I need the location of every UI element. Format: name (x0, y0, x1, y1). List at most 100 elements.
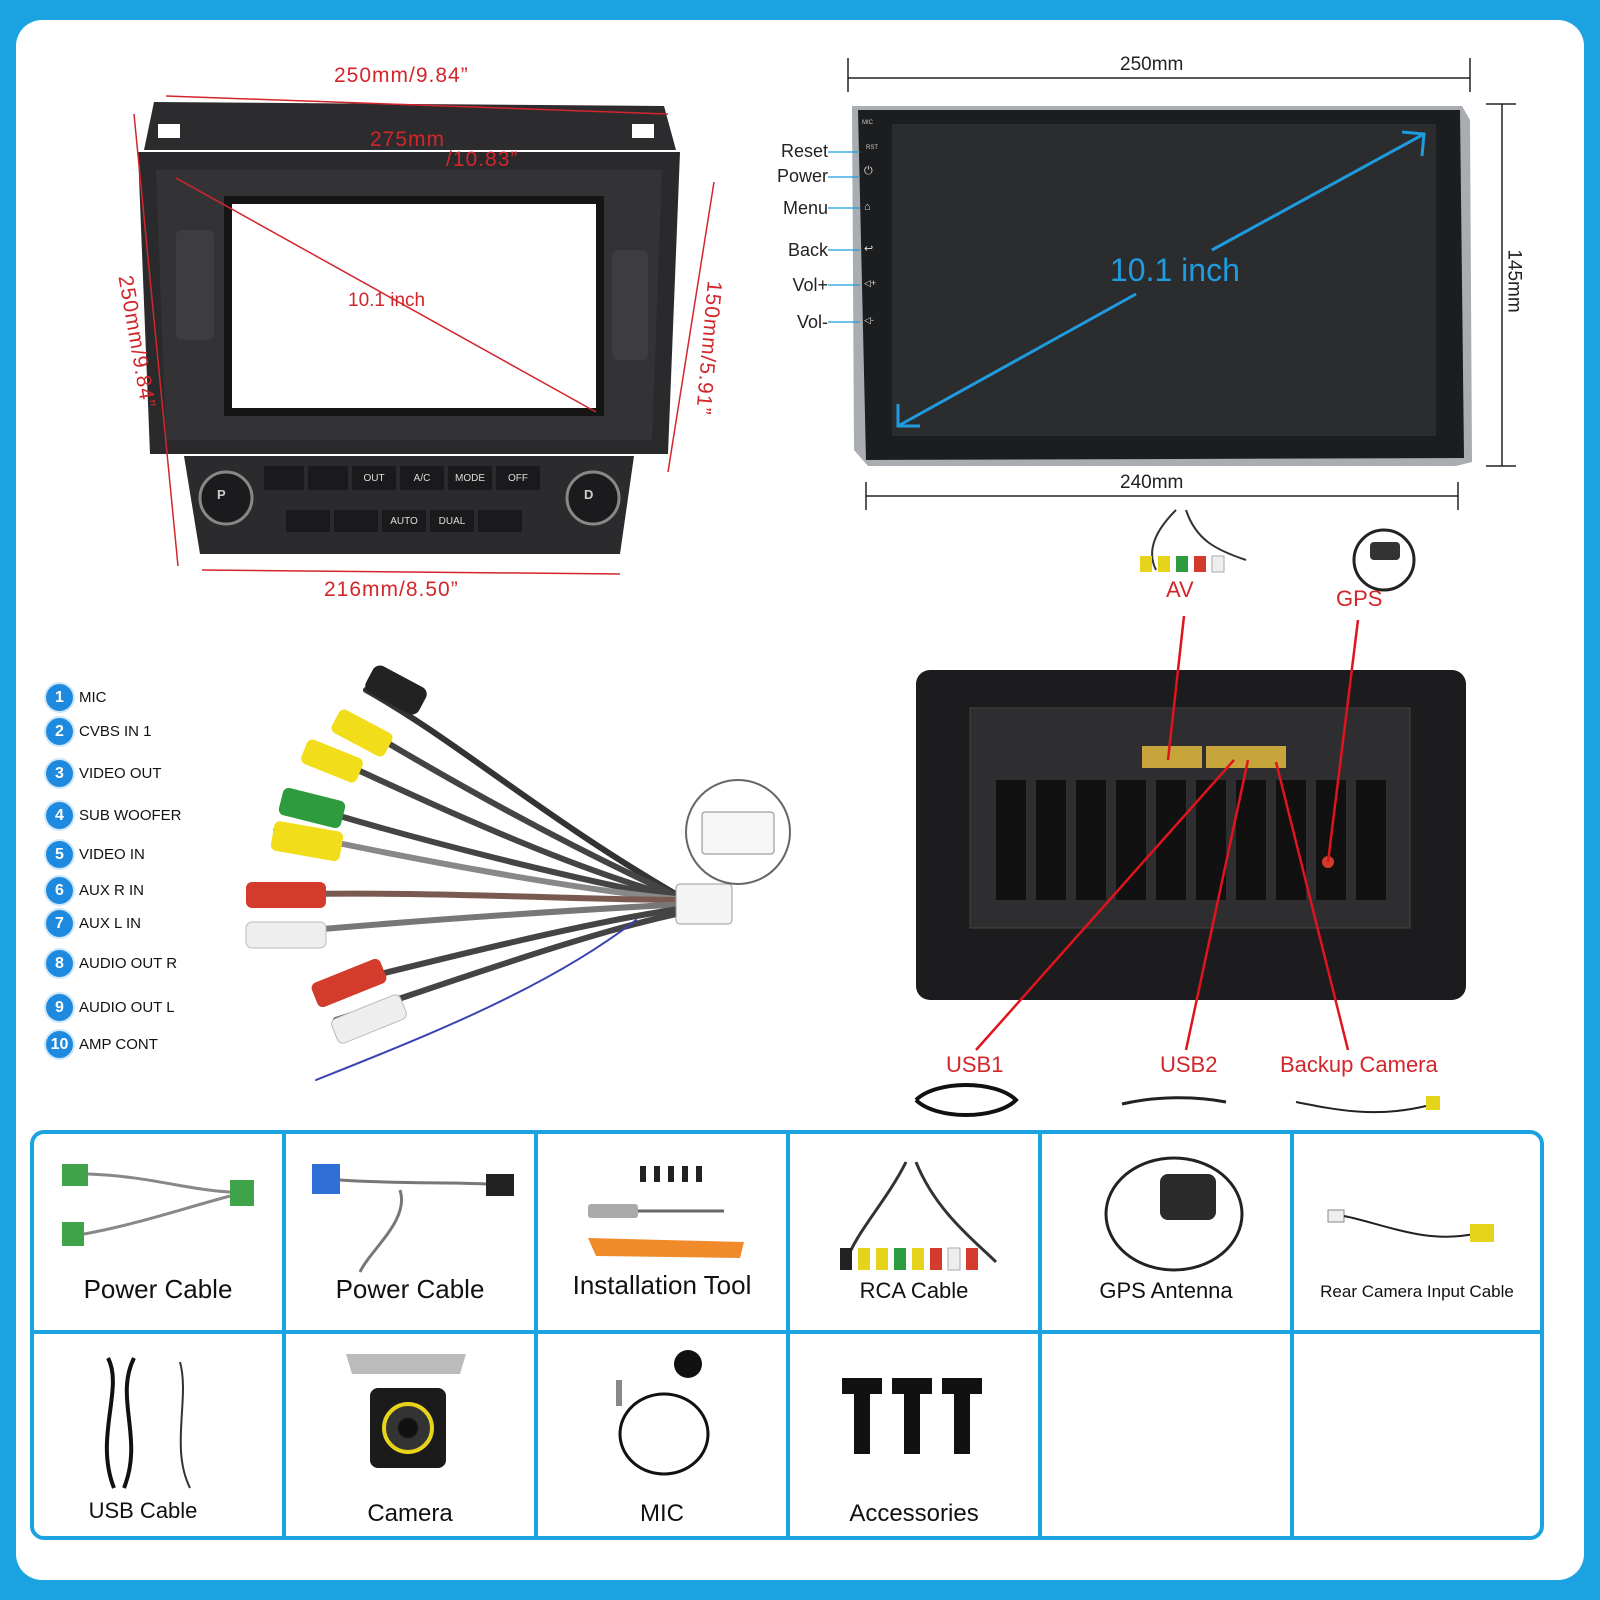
frame-bottom-width: 216mm/8.50” (324, 578, 459, 601)
rst-mark: RST (866, 145, 878, 151)
defrost-rear-icon (478, 510, 522, 532)
accessory-usb-cable: USB Cable (34, 1334, 286, 1536)
accessory-power-cable-1: Power Cable (34, 1134, 286, 1330)
climate-btn-mode: MODE (448, 466, 492, 490)
climate-btn-out: OUT (352, 466, 396, 490)
legend-item: 1 MIC (46, 684, 107, 711)
screen-diagonal-label: 10.1 inch (1110, 252, 1240, 288)
back-panel-illustration (914, 509, 1466, 1117)
home-icon: ⌂ (864, 201, 871, 213)
volume-up-icon: ◁+ (864, 278, 877, 288)
accessory-installation-tool: Installation Tool (538, 1134, 790, 1330)
accessory-mic: MIC (538, 1334, 790, 1536)
legend-label: AUDIO OUT L (79, 999, 175, 1016)
gps-antenna-image (1104, 1156, 1244, 1272)
power-cable-image (62, 1164, 254, 1246)
legend-number: 5 (46, 841, 73, 868)
legend-label: CVBS IN 1 (79, 723, 152, 740)
port-label-usb2: USB2 (1160, 1052, 1218, 1077)
accessory-label: Accessories (849, 1500, 979, 1527)
legend-item: 7 AUX L IN (46, 910, 141, 937)
accessory-accessories: Accessories (790, 1334, 1042, 1536)
legend-number: 4 (46, 802, 73, 829)
empty-cell (1294, 1334, 1540, 1536)
climate-button-row-bottom: AUTO DUAL (286, 510, 546, 532)
installation-tool-image (588, 1166, 744, 1258)
port-label-av: AV (1166, 577, 1194, 602)
side-btn-power: Power (776, 166, 828, 186)
legend-number: 9 (46, 994, 73, 1021)
accessory-rca-cable: RCA Cable (790, 1134, 1042, 1330)
frame-inner-width: 275mm (370, 128, 446, 151)
climate-btn-off: OFF (496, 466, 540, 490)
back-icon: ↩ (864, 243, 874, 255)
knob-right-letter: D (584, 487, 594, 502)
accessory-camera: Camera (286, 1334, 538, 1536)
accessory-label: RCA Cable (859, 1278, 969, 1303)
accessories-image (842, 1378, 982, 1454)
rca-harness-illustration (245, 665, 791, 1081)
rear-camera-cable-image (1327, 1209, 1494, 1242)
legend-label: AUDIO OUT R (79, 955, 178, 972)
legend-item: 8 AUDIO OUT R (46, 950, 177, 977)
frame-inner-width-inch: /10.83” (446, 148, 519, 171)
legend-item: 2 CVBS IN 1 (46, 718, 152, 745)
legend-item: 6 AUX R IN (46, 877, 144, 904)
accessory-label: Power Cable (83, 1274, 233, 1304)
mic-image (616, 1350, 710, 1476)
climate-btn-ac: A/C (400, 466, 444, 490)
legend-number: 2 (46, 718, 73, 745)
legend-label: SUB WOOFER (79, 807, 182, 824)
side-btn-vol-up: Vol+ (792, 275, 828, 295)
climate-btn-dual: DUAL (430, 510, 474, 532)
screen-bottom-width: 240mm (1120, 472, 1184, 493)
grid-row-divider (34, 1330, 1540, 1334)
fan-up-icon (264, 466, 304, 490)
side-btn-back: Back (787, 240, 828, 260)
legend-number: 7 (46, 910, 73, 937)
climate-button-row-top: OUT A/C MODE OFF (264, 466, 564, 490)
side-btn-menu: Menu (782, 198, 828, 218)
side-btn-vol-down: Vol- (796, 312, 828, 332)
legend-label: MIC (79, 689, 107, 706)
accessory-label: GPS Antenna (1099, 1278, 1233, 1303)
frame-top-width: 250mm/9.84” (334, 64, 469, 87)
accessories-grid: Power Cable Power Cable Installation Too… (30, 1130, 1544, 1540)
accessory-label: Rear Camera Input Cable (1320, 1282, 1514, 1301)
legend-label: AUX L IN (79, 915, 141, 932)
legend-number: 8 (46, 950, 73, 977)
empty-cell (1042, 1334, 1294, 1536)
legend-item: 5 VIDEO IN (46, 841, 145, 868)
power-icon: ⏻ (864, 165, 873, 177)
climate-btn-auto: AUTO (382, 510, 426, 532)
defrost-front-icon (286, 510, 330, 532)
accessory-label: MIC (640, 1500, 684, 1527)
usb-cable-image (104, 1357, 191, 1489)
accessory-label: Installation Tool (572, 1270, 752, 1300)
recirculate-icon (334, 510, 378, 532)
legend-label: AUX R IN (79, 882, 145, 899)
product-sheet: 250mm/9.84” 275mm /10.83” 250mm/9.84” 15… (16, 20, 1584, 1580)
accessory-label: Camera (367, 1500, 453, 1527)
accessory-label: USB Cable (88, 1498, 198, 1523)
knob-left-letter: P (217, 487, 226, 502)
camera-image (346, 1354, 466, 1468)
volume-down-icon: ◁- (864, 315, 874, 325)
legend-number: 6 (46, 877, 73, 904)
legend-label: VIDEO OUT (79, 765, 162, 782)
mic-mark: MIC (862, 120, 873, 126)
legend-number: 1 (46, 684, 73, 711)
accessory-power-cable-2: Power Cable (286, 1134, 538, 1330)
accessory-gps-antenna: GPS Antenna (1042, 1134, 1294, 1330)
legend-label: VIDEO IN (79, 846, 145, 863)
rca-cable-image (840, 1161, 998, 1271)
port-label-usb1: USB1 (946, 1052, 1004, 1077)
power-cable-image (312, 1164, 514, 1273)
side-btn-reset: Reset (780, 141, 828, 161)
legend-number: 10 (46, 1031, 73, 1058)
legend-item: 4 SUB WOOFER (46, 802, 182, 829)
accessory-rear-camera-input-cable: Rear Camera Input Cable (1294, 1134, 1540, 1330)
legend-item: 9 AUDIO OUT L (46, 994, 175, 1021)
